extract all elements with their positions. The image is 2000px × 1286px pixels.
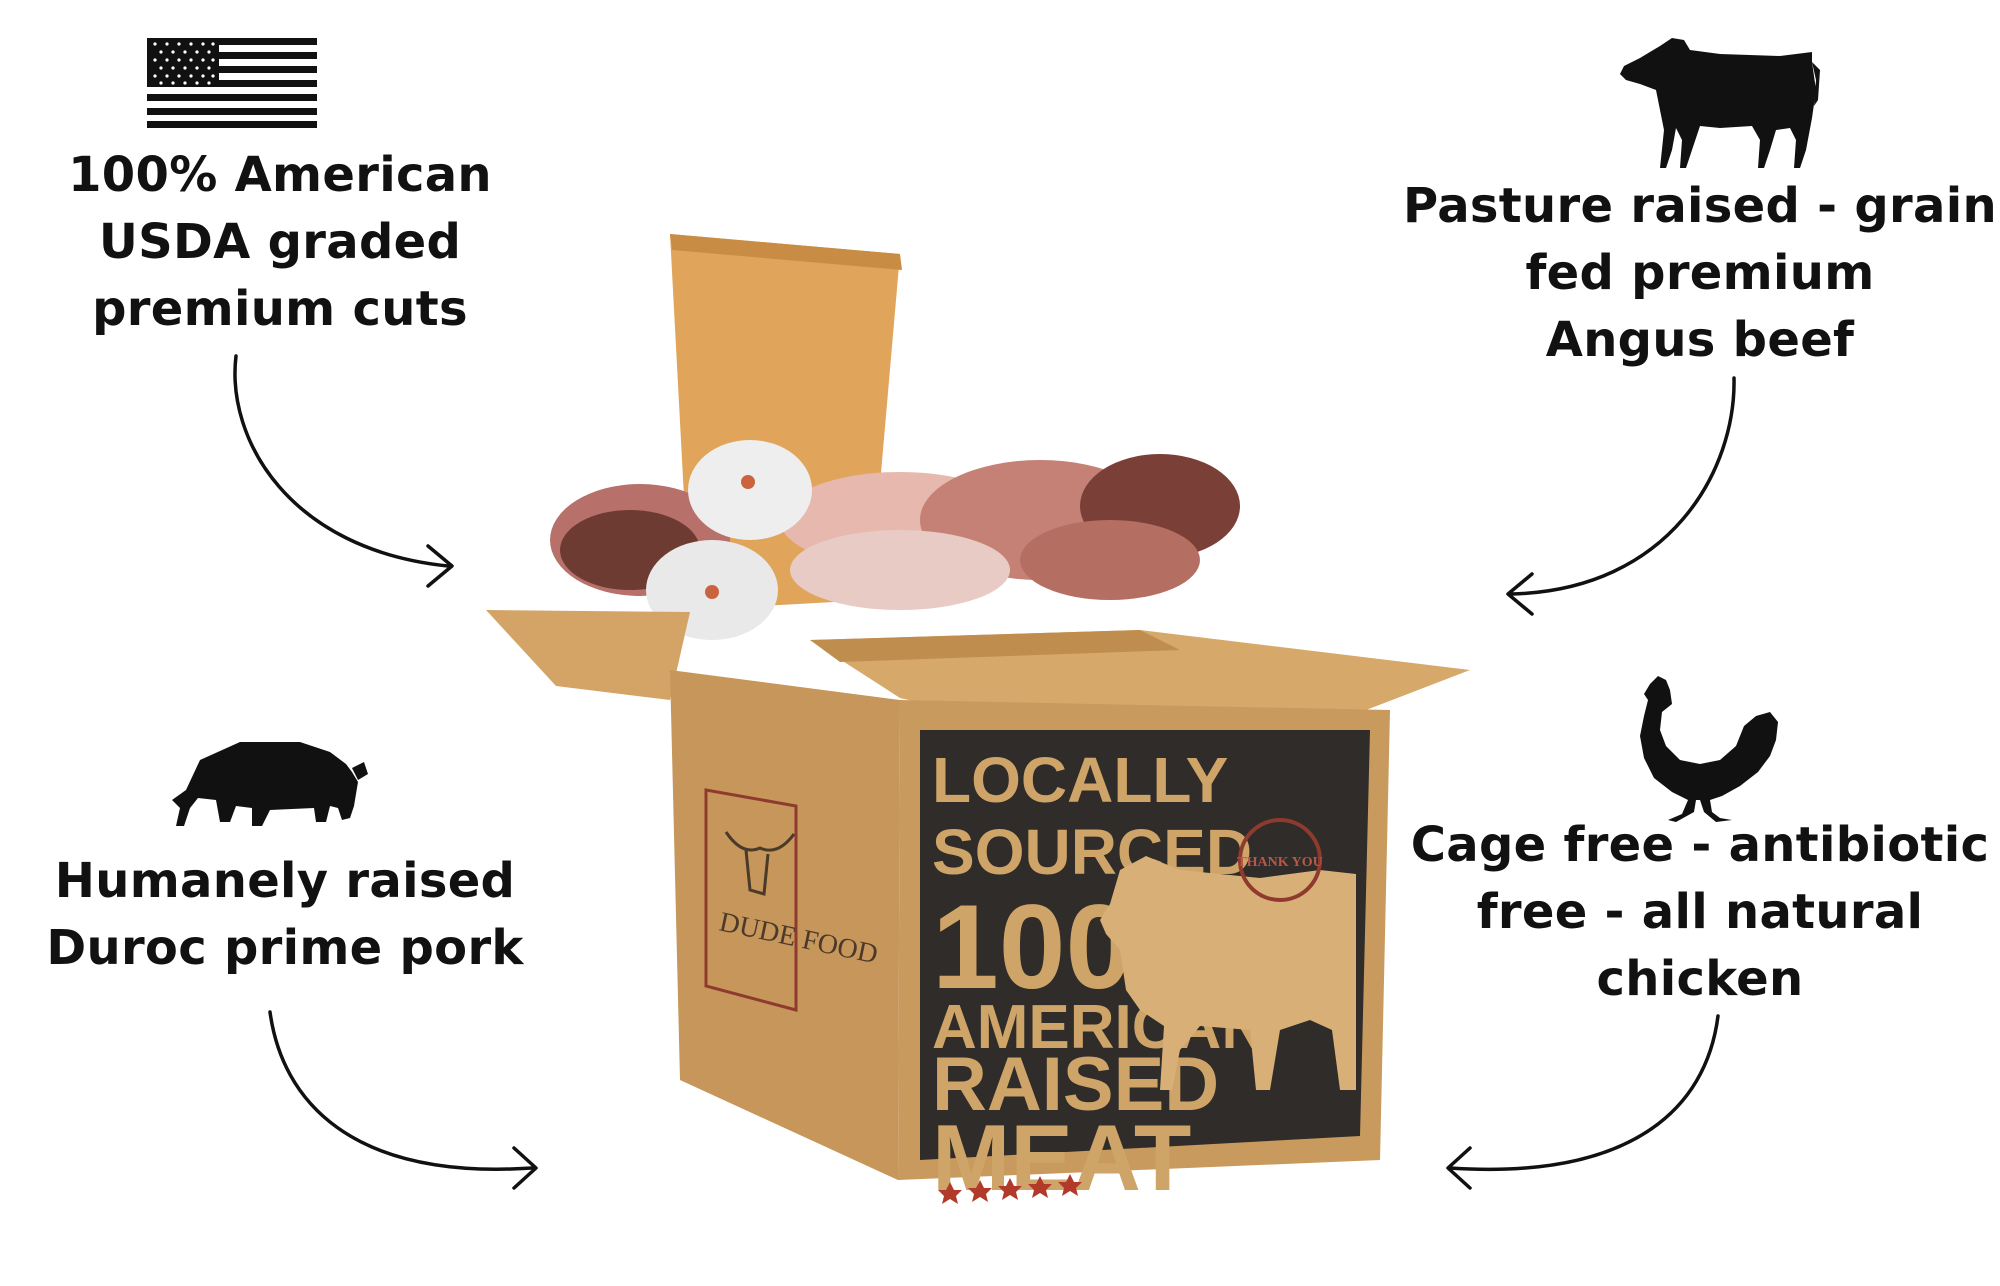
arrow-top-right [1510,376,1736,596]
box-flap-left [486,610,690,700]
caption-line: Duroc prime pork [46,920,524,976]
arrowhead-bottom-right [1446,1146,1472,1190]
caption-line: Pasture raised - grain [1403,178,1997,234]
caption-line: chicken [1596,951,1804,1007]
feature-caption-chicken: Cage free - antibiotic free - all natura… [1400,812,2000,1013]
arrowhead-top-right [1506,572,1534,616]
caption-line: Humanely raised [54,853,516,909]
meat-contents [550,440,1240,640]
feature-caption-beef: Pasture raised - grain fed premium Angus… [1400,173,2000,374]
box-flap-right [810,630,1470,770]
caption-line: USDA graded [98,214,462,270]
us-flag-icon [147,38,317,128]
arrow-bottom-right [1448,1014,1720,1171]
box-side-left [670,670,900,1180]
thank-you-seal: THANK YOU [1237,818,1323,902]
chicken-icon [1640,676,1778,822]
box-headline-line-6: MEAT [932,1105,1191,1210]
arrow-bottom-left [268,1010,534,1171]
caption-line: Angus beef [1545,312,1855,368]
pig-icon [172,742,368,826]
feature-caption-pork: Humanely raised Duroc prime pork [20,848,550,982]
arrows [233,354,1736,1190]
cow-icon [1620,38,1820,168]
seal-text: THANK YOU [1237,855,1322,870]
caption-line: 100% American [68,147,492,203]
meat-box-illustration: LOCALLY SOURCED 100% AMERICAN RAISED MEA… [486,234,1470,1210]
arrowhead-top-left [426,544,454,588]
bull-skull-icon [724,831,796,896]
box-stars [938,1174,1082,1204]
caption-line: fed premium [1525,245,1875,301]
box-headline-line-1: LOCALLY [932,744,1228,816]
caption-line: Cage free - antibiotic [1410,817,1990,873]
feature-caption-american: 100% American USDA graded premium cuts [40,142,520,343]
caption-line: premium cuts [92,281,468,337]
box-cow-graphic [1100,856,1356,1090]
caption-line: free - all natural [1476,884,1924,940]
arrowhead-bottom-left [512,1146,538,1190]
arrow-top-left [233,354,450,568]
meat-box-image: LOCALLY SOURCED 100% AMERICAN RAISED MEA… [480,230,1480,1210]
